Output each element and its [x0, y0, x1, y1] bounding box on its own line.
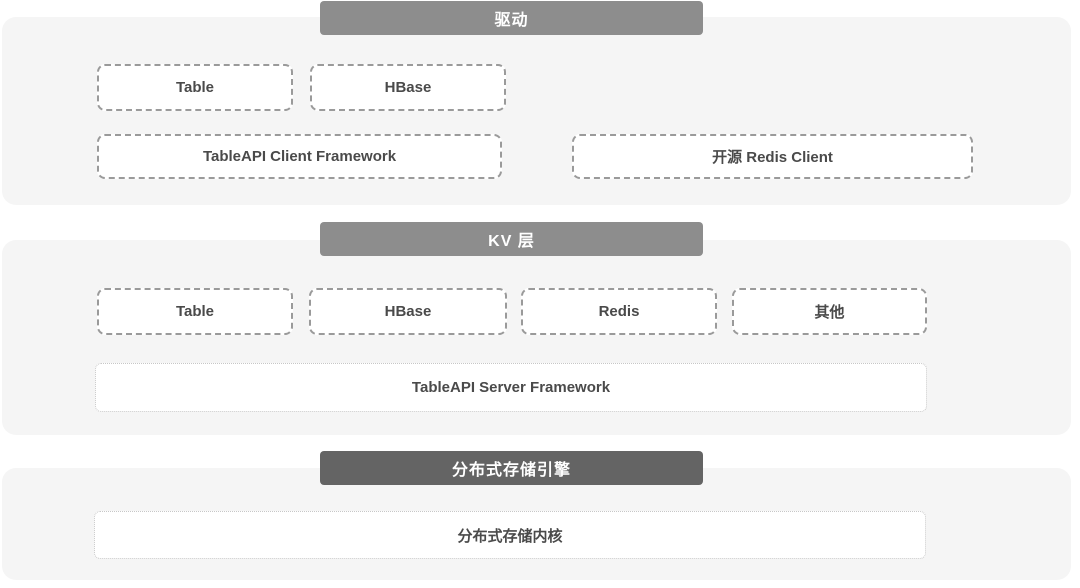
box-hbase-driver: HBase [310, 64, 506, 111]
layer-kv: Table HBase Redis 其他 TableAPI Server Fra… [2, 240, 1071, 435]
box-tableapi-server-framework: TableAPI Server Framework [95, 363, 927, 412]
box-tableapi-server-framework-label: TableAPI Server Framework [411, 379, 611, 396]
box-redis-kv: Redis [521, 288, 717, 335]
layer-driver-header: 驱动 [320, 1, 703, 35]
box-tableapi-client-framework-label: TableAPI Client Framework [202, 148, 397, 165]
box-table-driver-label: Table [175, 79, 215, 96]
layer-storage-engine-header: 分布式存储引擎 [320, 451, 703, 485]
box-tableapi-client-framework: TableAPI Client Framework [97, 134, 502, 179]
box-table-kv: Table [97, 288, 293, 335]
box-opensource-redis-client: 开源 Redis Client [572, 134, 973, 179]
layer-kv-header: KV 层 [320, 222, 703, 256]
box-hbase-driver-label: HBase [384, 79, 432, 96]
box-redis-kv-label: Redis [598, 303, 640, 320]
box-distributed-storage-core-label: 分布式存储内核 [457, 527, 563, 545]
box-table-kv-label: Table [175, 303, 215, 320]
box-distributed-storage-core: 分布式存储内核 [94, 511, 926, 559]
layer-driver-title: 驱动 [494, 12, 529, 29]
layer-kv-title: KV 层 [488, 233, 535, 250]
box-hbase-kv-label: HBase [384, 303, 432, 320]
box-other-kv: 其他 [732, 288, 927, 335]
layer-driver: Table HBase TableAPI Client Framework 开源… [2, 17, 1071, 205]
box-table-driver: Table [97, 64, 293, 111]
box-opensource-redis-client-label: 开源 Redis Client [712, 149, 833, 166]
layer-storage-engine: 分布式存储内核 [2, 468, 1071, 580]
box-hbase-kv: HBase [309, 288, 507, 335]
layer-storage-engine-title: 分布式存储引擎 [451, 462, 571, 479]
box-other-kv-label: 其他 [814, 304, 845, 321]
